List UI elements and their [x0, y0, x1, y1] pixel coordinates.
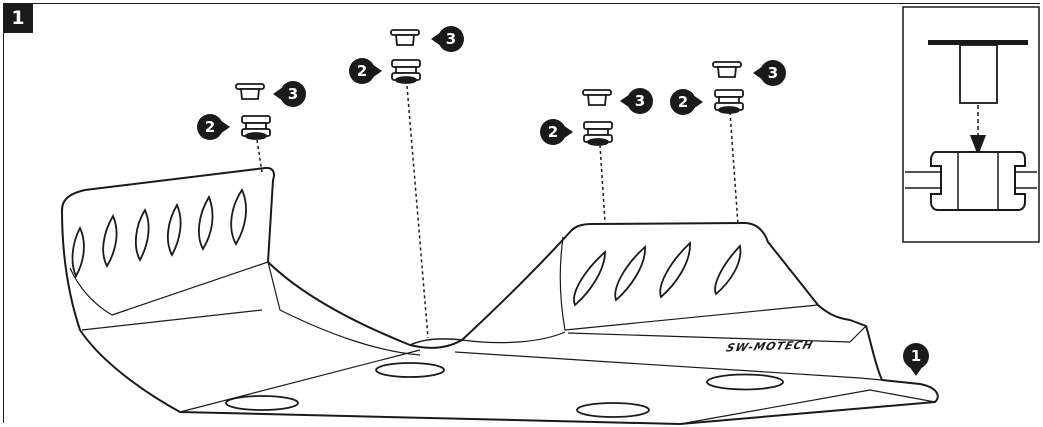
cutout-right-3 — [659, 241, 691, 299]
callout-number: 2 — [540, 119, 566, 145]
callout-number: 2 — [670, 89, 696, 115]
callout-part-2-group-2: 2 — [349, 57, 382, 85]
callout-part-2-group-1: 2 — [197, 113, 230, 141]
mounting-holes — [225, 362, 784, 418]
cutout-left-3 — [134, 208, 150, 262]
cutout-right-4 — [714, 244, 742, 296]
cutout-left-5 — [198, 194, 214, 251]
callout-number: 1 — [903, 343, 929, 369]
frame-left-line — [3, 33, 4, 423]
frame-top-line — [33, 3, 1040, 4]
cutout-left-1 — [71, 225, 85, 278]
callout-number: 3 — [760, 60, 786, 86]
callout-number: 3 — [438, 26, 464, 52]
cutout-right-2 — [614, 245, 646, 302]
callout-part-3-group-4: 3 — [753, 59, 786, 87]
hardware-group-3 — [582, 89, 613, 146]
ventilation-cutouts — [71, 188, 742, 307]
detail-inset — [902, 6, 1040, 243]
callout-part-1: 1 — [903, 343, 929, 376]
callout-number: 3 — [280, 81, 306, 107]
callout-part-3-group-1: 3 — [273, 80, 306, 108]
callout-part-2-group-3: 2 — [540, 118, 573, 146]
step-number-badge: 1 — [3, 3, 33, 33]
cutout-left-2 — [102, 214, 118, 268]
mounting-hole-2 — [706, 373, 784, 391]
cutout-left-4 — [166, 203, 182, 257]
mounting-hole-1 — [375, 362, 445, 378]
callout-number: 2 — [197, 114, 223, 140]
callout-part-3-group-2: 3 — [431, 25, 464, 53]
hardware-group-2 — [390, 29, 421, 84]
mounting-hole-4 — [576, 402, 650, 418]
skid-plate — [61, 166, 939, 425]
callout-part-2-group-4: 2 — [670, 88, 703, 116]
assembly-guide-lines — [256, 85, 739, 339]
mounting-hole-3 — [225, 395, 299, 411]
hardware-group-4 — [712, 61, 744, 114]
callout-number: 2 — [349, 58, 375, 84]
hardware-group-1 — [235, 83, 271, 140]
cutout-left-6 — [230, 188, 247, 246]
cutout-right-1 — [573, 249, 606, 307]
callout-part-3-group-3: 3 — [620, 87, 653, 115]
callout-number: 3 — [627, 88, 653, 114]
